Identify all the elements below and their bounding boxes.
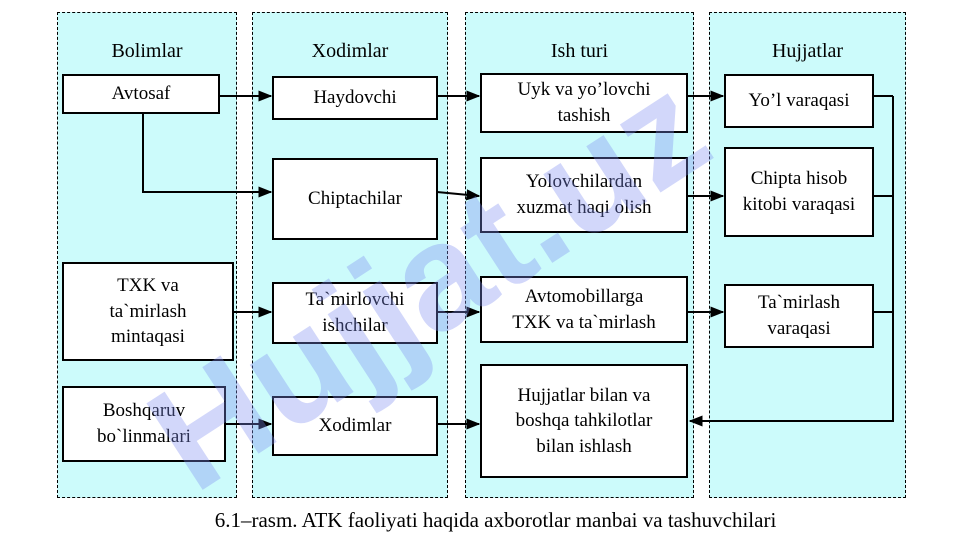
- box-txk-tamirlash-mintaqasi: TXK va ta`mirlash mintaqasi: [62, 262, 234, 361]
- box-yol-varaqasi: Yo’l varaqasi: [724, 74, 874, 128]
- box-uyk-yolovchi-tashish: Uyk va yo’lovchi tashish: [480, 73, 688, 133]
- column-header: Xodimlar: [311, 40, 389, 62]
- column-header: Ish turi: [550, 40, 609, 62]
- box-chipta-hisob-kitobi: Chipta hisob kitobi varaqasi: [724, 147, 874, 237]
- box-hujjatlar-bilan-ishlash: Hujjatlar bilan va boshqa tahkilotlar bi…: [480, 364, 688, 478]
- column-header: Hujjatlar: [771, 40, 844, 62]
- box-avtosaf: Avtosaf: [62, 74, 220, 114]
- box-xodimlar: Xodimlar: [272, 396, 438, 456]
- box-haydovchi: Haydovchi: [272, 76, 438, 120]
- column-header: Bolimlar: [111, 40, 183, 62]
- box-yolovchilardan-xizmat: Yolovchilardan xuzmat haqi olish: [480, 157, 688, 233]
- box-boshqaruv-bolinmalari: Boshqaruv bo`linmalari: [62, 386, 226, 462]
- box-tamirlovchi-ishchilar: Ta`mirlovchi ishchilar: [272, 282, 438, 344]
- figure-caption: 6.1–rasm. ATK faoliyati haqida axborotla…: [214, 508, 777, 532]
- box-tamirlash-varaqasi: Ta`mirlash varaqasi: [724, 284, 874, 348]
- box-chiptachilar: Chiptachilar: [272, 158, 438, 240]
- box-avtomobillarga-txk: Avtomobillarga TXK va ta`mirlash: [480, 276, 688, 343]
